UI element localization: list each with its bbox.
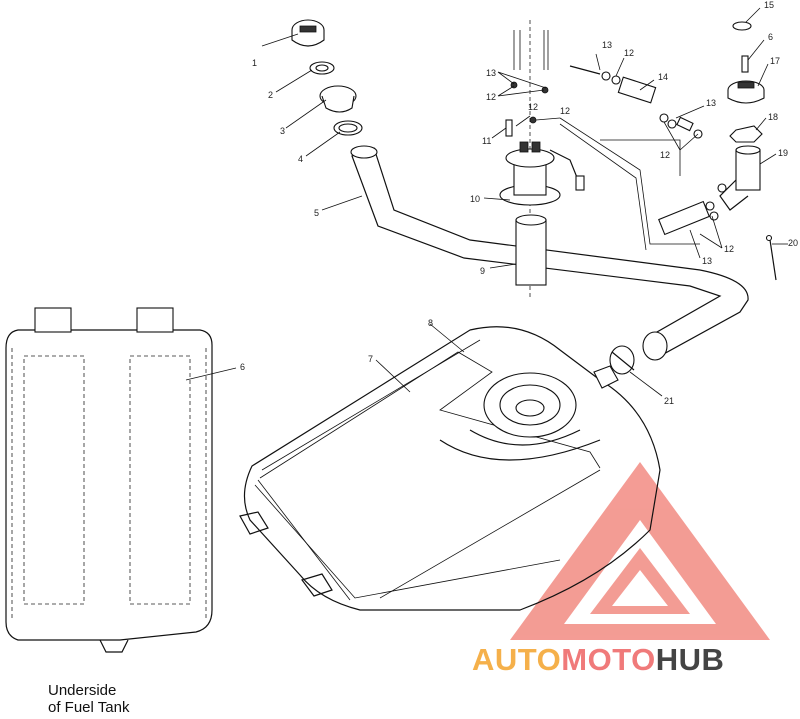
callout-20: 20 xyxy=(788,238,798,248)
underside-caption-line1: Underside xyxy=(48,682,117,699)
callout-19: 19 xyxy=(778,148,788,158)
fuel-sender-assembly xyxy=(499,20,585,300)
callout-7: 7 xyxy=(368,354,373,364)
fuel-filter-lines xyxy=(559,65,727,251)
callout-13-c: 13 xyxy=(706,98,716,108)
callout-12-d: 12 xyxy=(660,150,670,160)
callout-13-a: 13 xyxy=(486,68,496,78)
callout-11: 11 xyxy=(482,136,491,146)
callout-5: 5 xyxy=(314,208,319,218)
callout-12-e: 12 xyxy=(724,244,734,254)
callout-9: 9 xyxy=(480,266,485,276)
watermark-logo xyxy=(510,462,770,640)
underside-caption: Underside of Fuel Tank xyxy=(48,682,129,716)
callout-12-c: 12 xyxy=(624,48,634,58)
callout-15: 15 xyxy=(764,0,774,10)
watermark-text-auto: AUTO xyxy=(472,642,561,677)
callout-4: 4 xyxy=(298,154,303,164)
callout-1: 1 xyxy=(252,58,257,68)
callout-labels: 1 2 3 4 5 6 6 7 8 9 10 11 12 12 12 12 12… xyxy=(240,0,798,406)
callout-14: 14 xyxy=(658,72,668,82)
callout-6-underside: 6 xyxy=(240,362,245,372)
callout-12-b: 12 xyxy=(560,106,570,116)
callout-13-b: 13 xyxy=(602,40,612,50)
misc-parts xyxy=(609,234,777,375)
callout-18: 18 xyxy=(768,112,778,122)
callout-17: 17 xyxy=(770,56,780,66)
callout-2: 2 xyxy=(268,90,273,100)
callout-3: 3 xyxy=(280,126,285,136)
callout-21: 21 xyxy=(664,396,674,406)
callout-13-d: 13 xyxy=(702,256,712,266)
filler-hose xyxy=(350,145,749,361)
watermark-text-hub: HUB xyxy=(656,642,725,677)
svg-text:AUTOMOTOHUB: AUTOMOTOHUB xyxy=(472,642,724,677)
filler-cap-assembly xyxy=(291,19,363,136)
leader-lines xyxy=(185,7,788,397)
watermark-text-moto: MOTO xyxy=(561,642,655,677)
watermark-wordmark: AUTOMOTOHUB xyxy=(472,642,724,677)
callout-12-f: 12 xyxy=(528,102,538,112)
underside-caption-line2: of Fuel Tank xyxy=(48,699,130,716)
underside-fuel-tank-view xyxy=(5,307,213,653)
callout-12-a: 12 xyxy=(486,92,496,102)
callout-8: 8 xyxy=(428,318,433,328)
vent-valve-assembly xyxy=(719,21,765,211)
callout-10: 10 xyxy=(470,194,480,204)
fuel-tank xyxy=(239,326,661,611)
callout-6-vent: 6 xyxy=(768,32,773,42)
